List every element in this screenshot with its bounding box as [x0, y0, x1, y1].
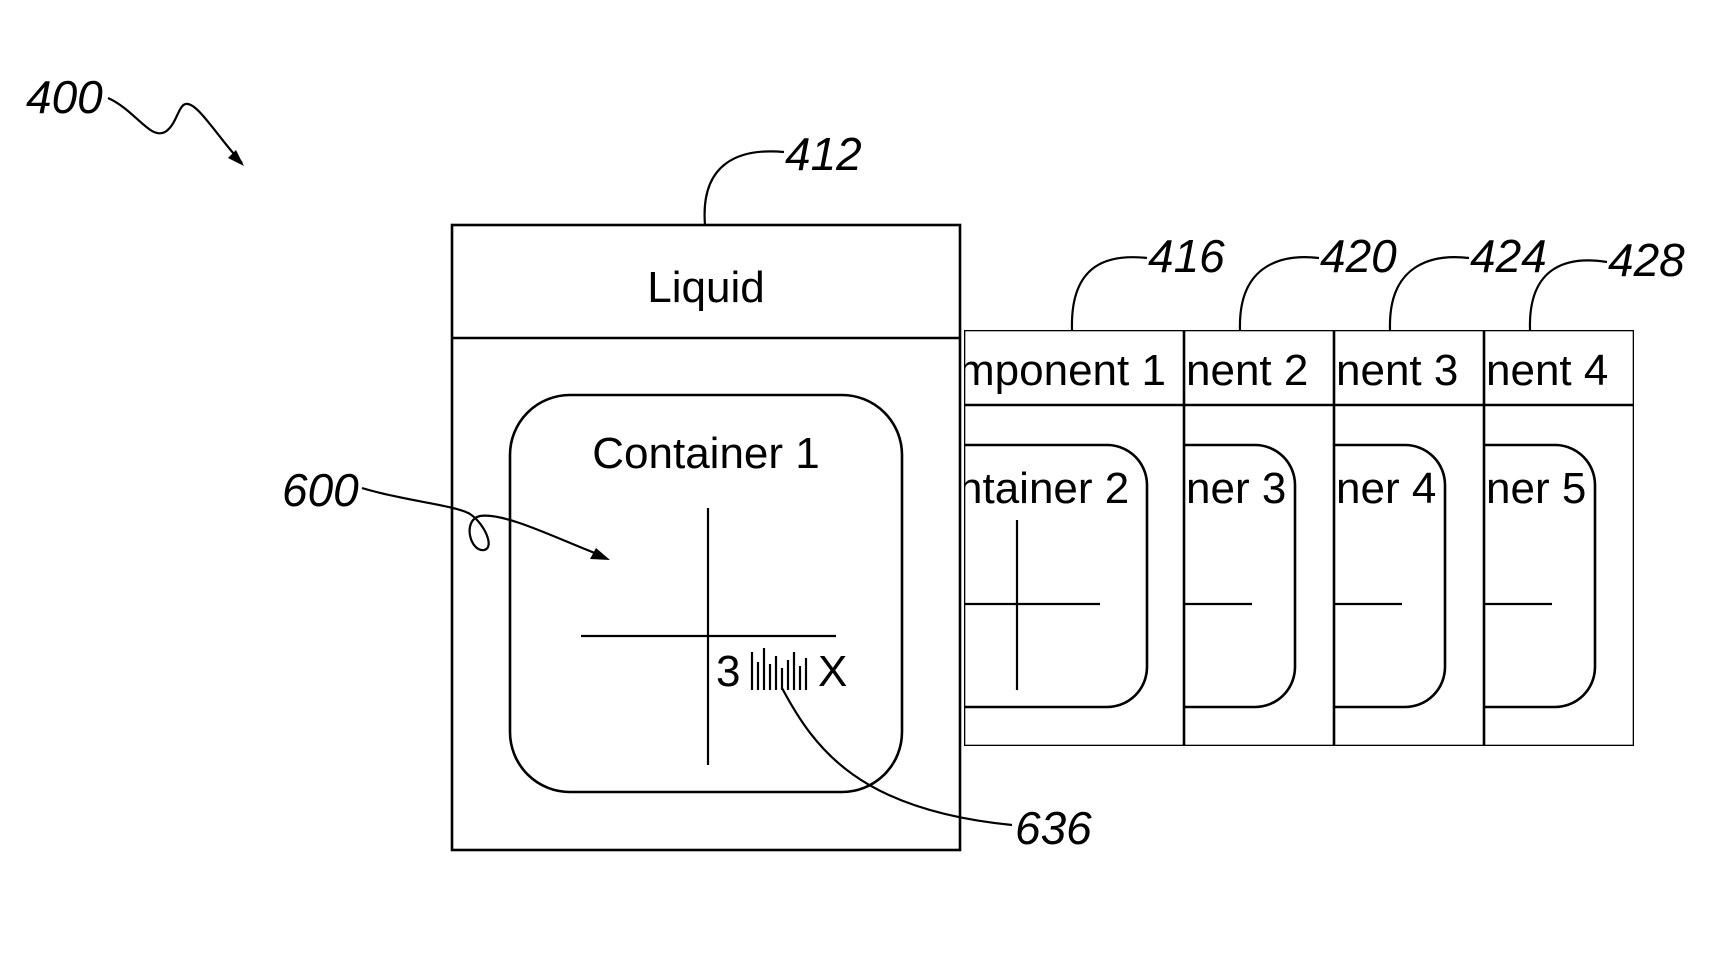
ref-636: 636 — [1015, 802, 1092, 854]
ref-600: 600 — [282, 464, 359, 516]
liquid-pack: Liquid Container 1 3 X — [452, 225, 960, 850]
leader-420 — [1240, 257, 1319, 330]
container-label-3: ner 3 — [1186, 464, 1286, 513]
leader-412 — [705, 151, 784, 225]
pack-header-4: nent 4 — [1486, 346, 1608, 395]
ref-428: 428 — [1608, 234, 1685, 286]
pack-header-1: mponent 1 — [958, 346, 1166, 395]
container-label-5: ner 5 — [1486, 464, 1586, 513]
pack-header-2: nent 2 — [1186, 346, 1308, 395]
liquid-header: Liquid — [647, 263, 764, 312]
container-label-1: Container 1 — [592, 429, 819, 478]
ref-412: 412 — [785, 128, 862, 180]
liquid-pack-outline — [452, 225, 960, 850]
ref-416: 416 — [1148, 230, 1225, 282]
leader-424 — [1390, 257, 1469, 330]
ref-400: 400 — [26, 71, 103, 123]
pack-header-3: nent 3 — [1336, 346, 1458, 395]
container-label-4: ner 4 — [1336, 464, 1436, 513]
leader-416 — [1072, 257, 1147, 330]
indicia-right: X — [818, 647, 847, 696]
ref-420: 420 — [1320, 230, 1397, 282]
ref-424: 424 — [1470, 230, 1547, 282]
indicia-left: 3 — [716, 647, 740, 696]
leader-400 — [108, 98, 242, 163]
arrowhead-400 — [228, 150, 244, 166]
container-label-2: ntainer 2 — [958, 464, 1129, 513]
